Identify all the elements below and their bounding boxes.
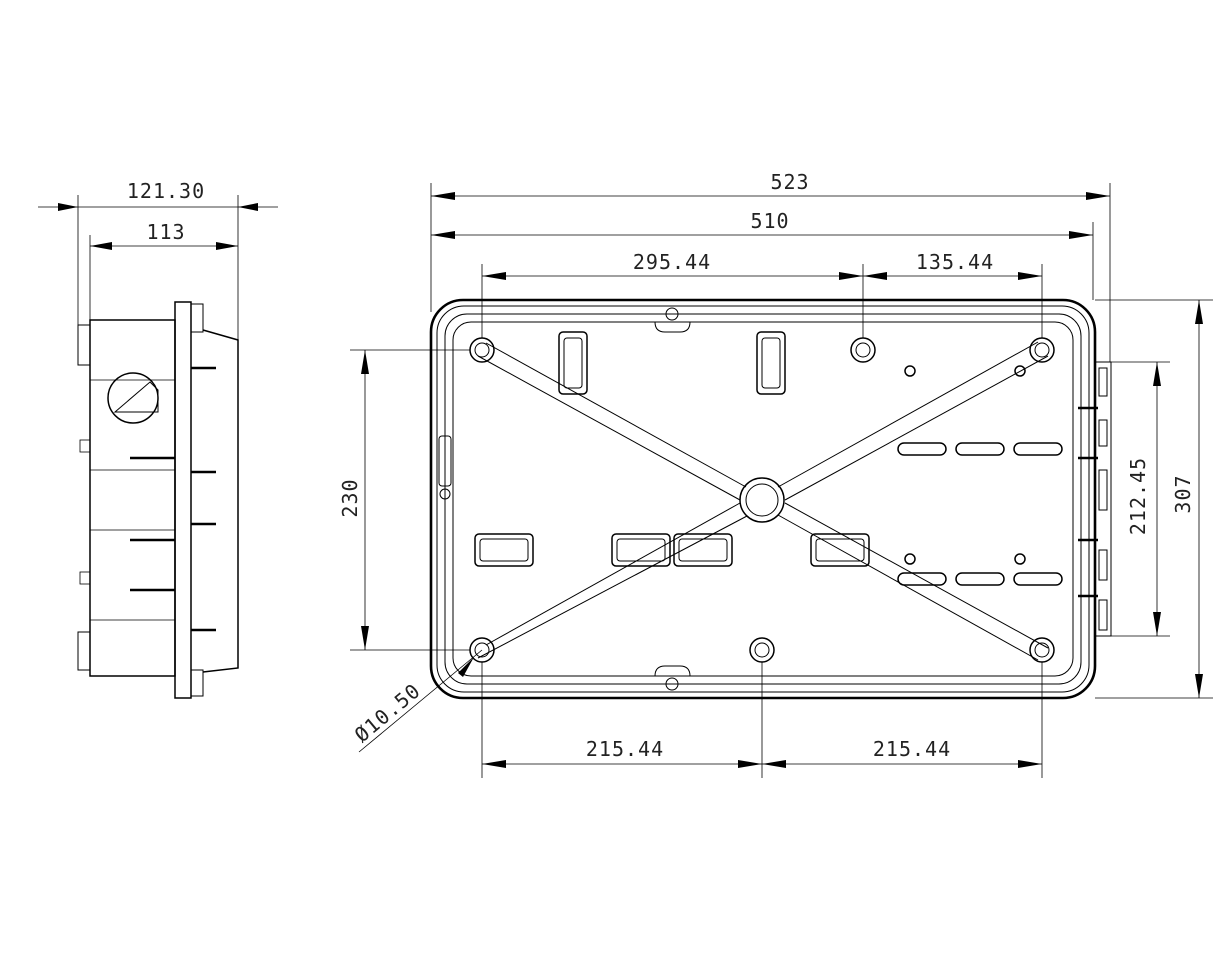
side-clip-top: [77, 324, 91, 366]
side-body-left: [89, 319, 176, 677]
dim-bottom-left: 215.44: [586, 737, 664, 761]
side-flange-tab-bottom: [190, 669, 204, 697]
dim-overall-height: 307: [1171, 474, 1195, 513]
side-knockout: [107, 372, 159, 424]
side-body-right: [202, 329, 239, 673]
center-boss: [739, 477, 785, 523]
side-view: 121.30 113: [38, 179, 278, 699]
dim-body-depth: 113: [146, 220, 185, 244]
side-flange: [174, 301, 192, 699]
knockouts: [474, 331, 870, 567]
cross-ribs: [477, 341, 1049, 661]
dim-body-width: 510: [750, 209, 789, 233]
slots: [897, 442, 1063, 586]
dim-hole-spacing-left: 295.44: [633, 250, 711, 274]
dim-inner-height: 212.45: [1126, 457, 1150, 535]
dim-hole-diameter: Ø10.50: [350, 678, 425, 747]
side-clip-bottom: [77, 631, 91, 671]
front-view: 523 510 295.44 135.44 215.44 215.44 230: [338, 170, 1213, 778]
dim-hole-spacing-right: 135.44: [916, 250, 994, 274]
dim-overall-width: 523: [770, 170, 809, 194]
dim-hole-height: 230: [338, 478, 362, 517]
dim-overall-depth: 121.30: [127, 179, 205, 203]
dim-bottom-right: 215.44: [873, 737, 951, 761]
right-hinges: [1078, 361, 1112, 637]
side-flange-tab-top: [190, 303, 204, 333]
